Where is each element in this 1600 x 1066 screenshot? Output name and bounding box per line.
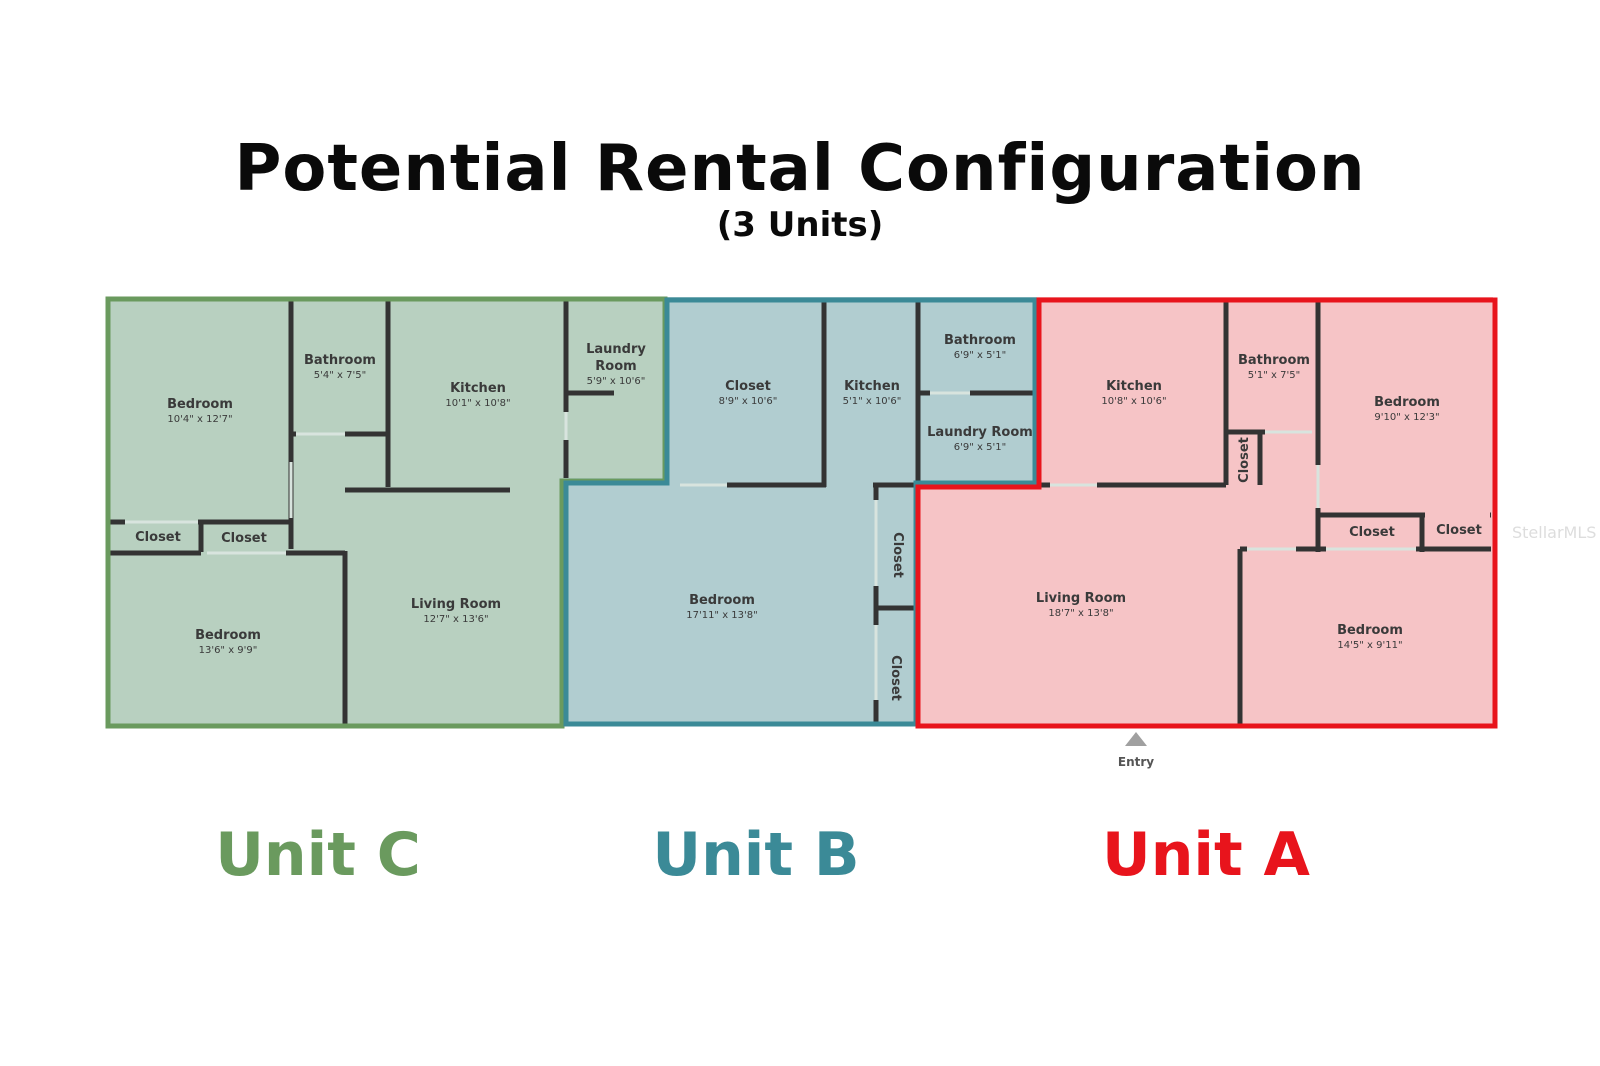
room-dimensions: 10'1" x 10'8" — [445, 398, 510, 409]
room-name: Bathroom — [304, 353, 376, 368]
room-name: Bedroom — [1374, 395, 1440, 410]
room-name: Bedroom — [167, 397, 233, 412]
room-name-vertical: Closet — [888, 655, 903, 701]
room-name-vertical: Closet — [890, 532, 905, 578]
unit-a-area — [918, 297, 1493, 726]
room-dimensions: 5'4" x 7'5" — [314, 370, 366, 381]
room-name: Closet — [725, 379, 771, 394]
room-dimensions: 9'10" x 12'3" — [1374, 412, 1439, 423]
unit-b-label: Unit B — [652, 820, 860, 890]
room-name: Room — [595, 359, 636, 374]
room-name: Closet — [1436, 523, 1482, 538]
room-name: Laundry Room — [927, 425, 1033, 440]
room-name: Closet — [221, 531, 267, 546]
unit-a-outline — [915, 297, 1498, 729]
room-name: Bathroom — [944, 333, 1016, 348]
room-dimensions: 6'9" x 5'1" — [954, 442, 1006, 453]
room-name: Bedroom — [1337, 623, 1403, 638]
unit-c-area — [108, 297, 665, 726]
room-dimensions: 5'9" x 10'6" — [587, 376, 646, 387]
room-name: Living Room — [411, 597, 501, 612]
watermark-logo: StellarMLS — [1512, 523, 1597, 542]
room-dimensions: 10'4" x 12'7" — [167, 414, 232, 425]
room-dimensions: 5'1" x 7'5" — [1248, 370, 1300, 381]
entry-arrow-icon — [1125, 732, 1147, 746]
room-dimensions: 12'7" x 13'6" — [423, 614, 488, 625]
room-name: Closet — [135, 530, 181, 545]
room-name: Living Room — [1036, 591, 1126, 606]
room-dimensions: 13'6" x 9'9" — [199, 645, 258, 656]
room-name: Kitchen — [1106, 379, 1162, 394]
room-name: Bedroom — [195, 628, 261, 643]
room-dimensions: 17'11" x 13'8" — [686, 610, 758, 621]
room-dimensions: 6'9" x 5'1" — [954, 350, 1006, 361]
room-name-vertical: Closet — [1237, 437, 1252, 483]
room-name: Closet — [1349, 525, 1395, 540]
room-name: Kitchen — [450, 381, 506, 396]
page-title: Potential Rental Configuration — [234, 132, 1366, 206]
page-subtitle: (3 Units) — [716, 205, 884, 245]
room-name: Laundry — [586, 342, 646, 357]
room-dimensions: 10'8" x 10'6" — [1101, 396, 1166, 407]
interior-walls — [110, 299, 1491, 724]
room-dimensions: 5'1" x 10'6" — [843, 396, 902, 407]
room-name: Bedroom — [689, 593, 755, 608]
room-name: Kitchen — [844, 379, 900, 394]
unit-a-label: Unit A — [1101, 820, 1310, 890]
room-dimensions: 14'5" x 9'11" — [1337, 640, 1402, 651]
entry-label: Entry — [1118, 755, 1154, 769]
door-openings — [125, 391, 1416, 700]
room-dimensions: 8'9" x 10'6" — [719, 396, 778, 407]
unit-c-label: Unit C — [215, 820, 421, 890]
room-name: Bathroom — [1238, 353, 1310, 368]
room-dimensions: 18'7" x 13'8" — [1048, 608, 1113, 619]
